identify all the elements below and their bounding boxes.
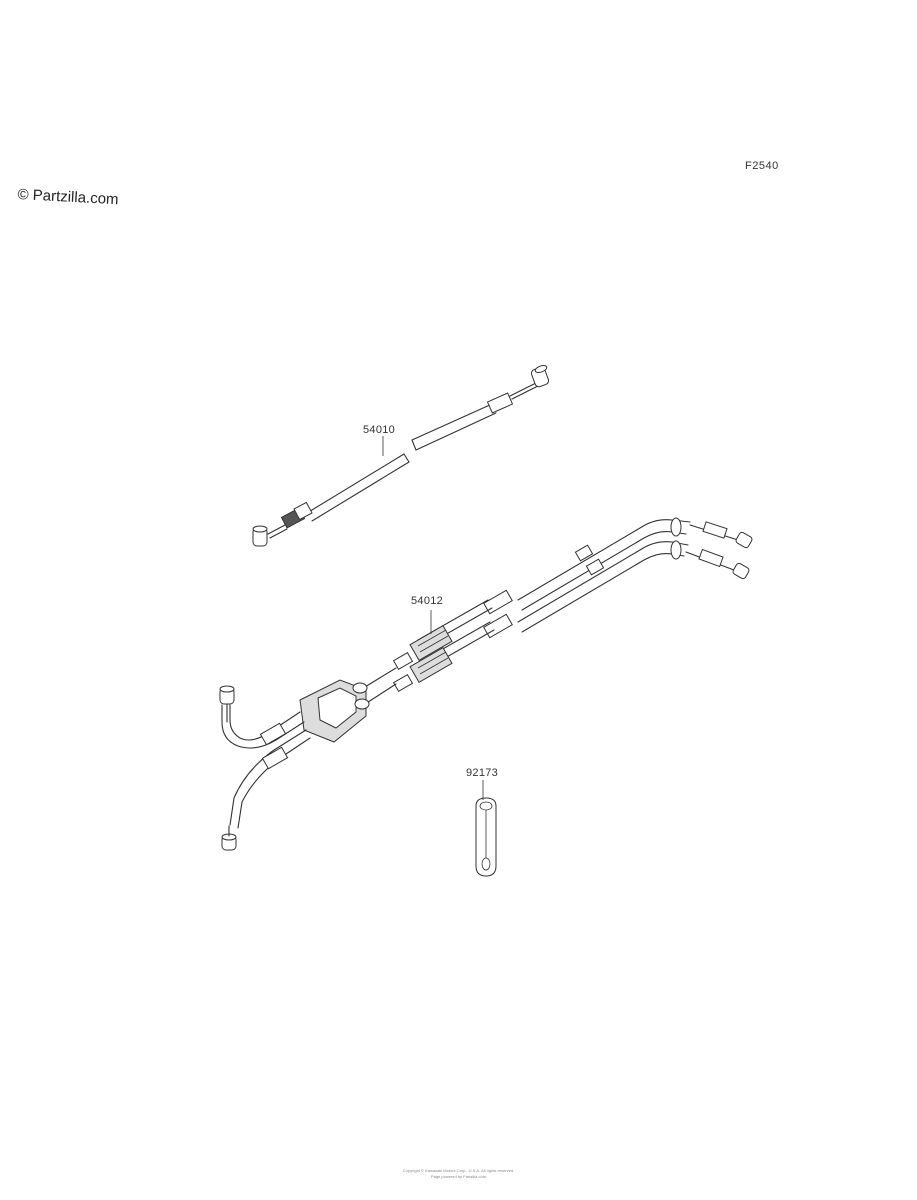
part-number-54010[interactable]: 54010 — [363, 424, 396, 436]
part-number-92173[interactable]: 92173 — [466, 767, 499, 779]
part-number-54012[interactable]: 54012 — [411, 595, 444, 607]
cable-54012[interactable] — [219, 517, 753, 851]
clamp-92173[interactable] — [475, 780, 497, 877]
footer-copyright: Copyright © Kawasaki Motors Corp., U.S.A… — [402, 1168, 515, 1173]
figure-code: F2540 — [745, 160, 779, 172]
footer-powered-by: Page powered by Partzilla.com — [430, 1174, 487, 1179]
cable-54010[interactable] — [252, 364, 550, 547]
